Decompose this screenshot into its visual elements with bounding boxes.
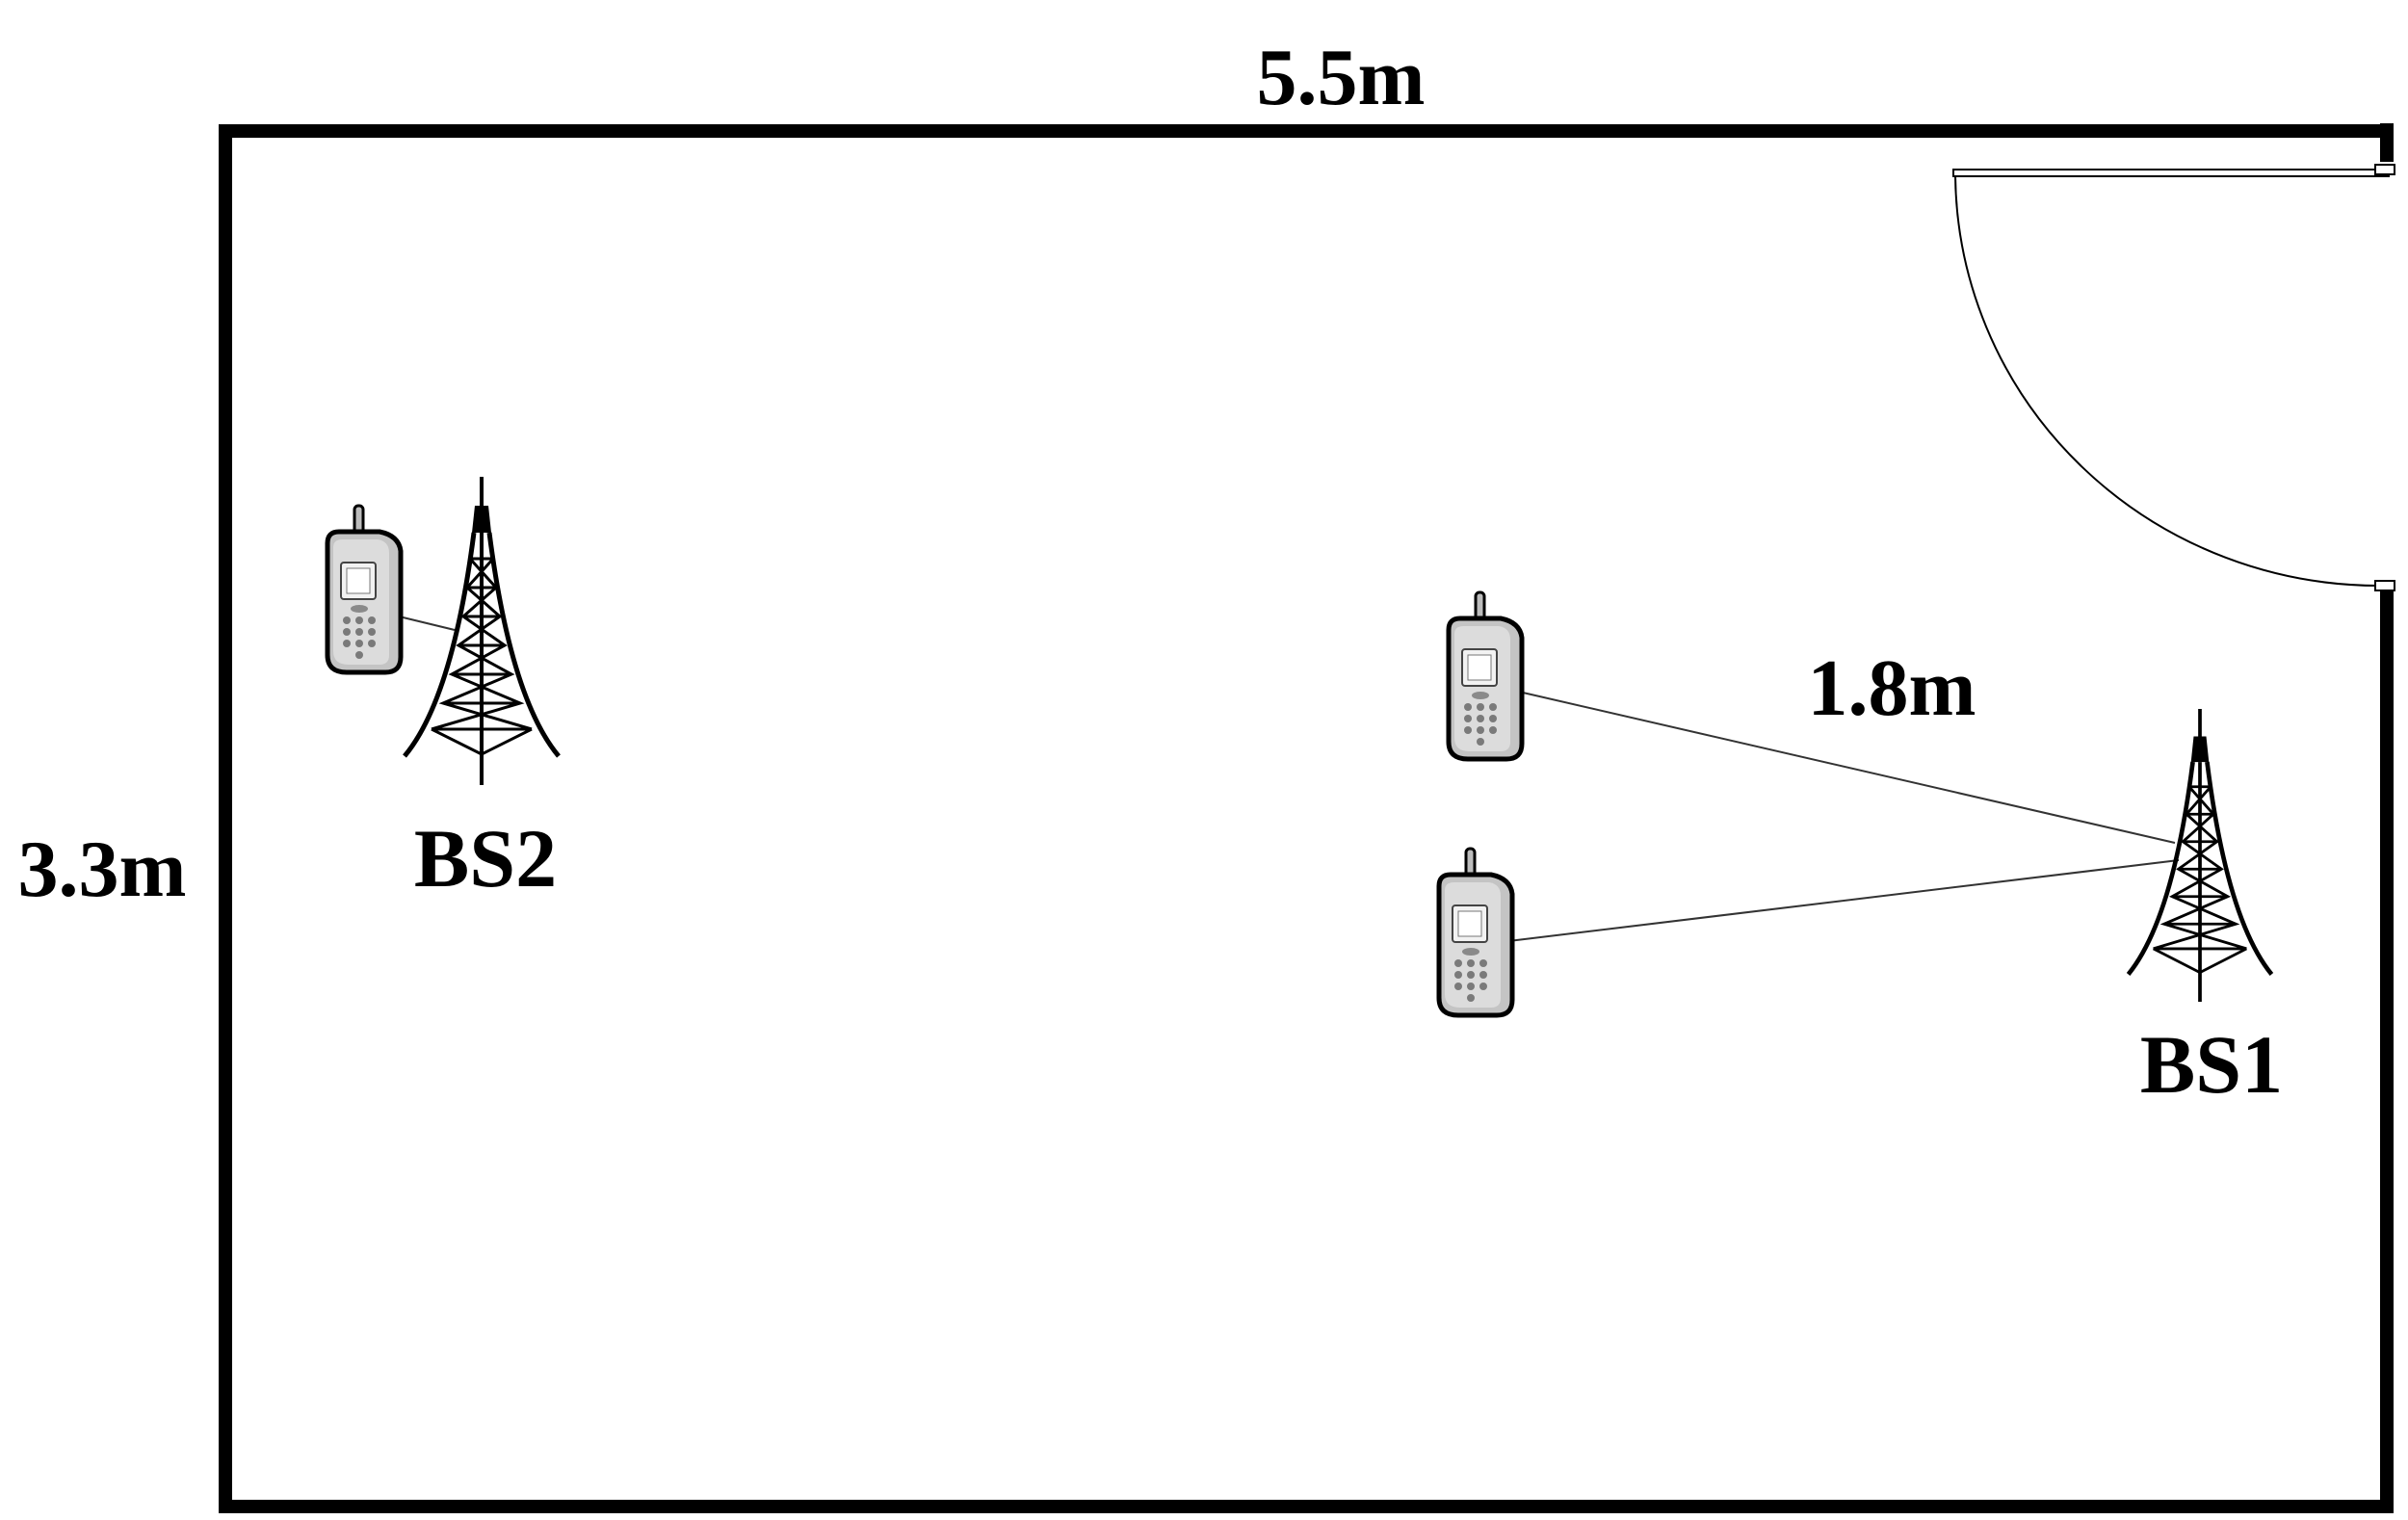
tower-icon [405, 477, 559, 785]
mobile-phone-icon [1449, 592, 1522, 759]
room-width-label: 5.5m [1257, 33, 1426, 122]
tower-icon [2129, 709, 2272, 1002]
base-station-bs2 [405, 477, 559, 785]
room-height-label: 3.3m [18, 825, 187, 914]
link-phone3-bs1 [1500, 859, 2180, 943]
distance-label: 1.8m [1808, 643, 1976, 733]
door [1952, 164, 2395, 591]
mobile-phone-icon [1439, 849, 1512, 1015]
room-walls [219, 123, 2394, 1513]
link-phone2-bs1 [1509, 689, 2176, 844]
mobile-device-2 [1449, 592, 1522, 759]
mobile-device-1 [327, 506, 401, 672]
base-station-bs1 [2129, 709, 2272, 1002]
base-station-label-bs2: BS2 [414, 812, 557, 904]
mobile-device-3 [1439, 849, 1512, 1015]
mobile-phone-icon [327, 506, 401, 672]
base-station-label-bs1: BS1 [2140, 1018, 2283, 1111]
